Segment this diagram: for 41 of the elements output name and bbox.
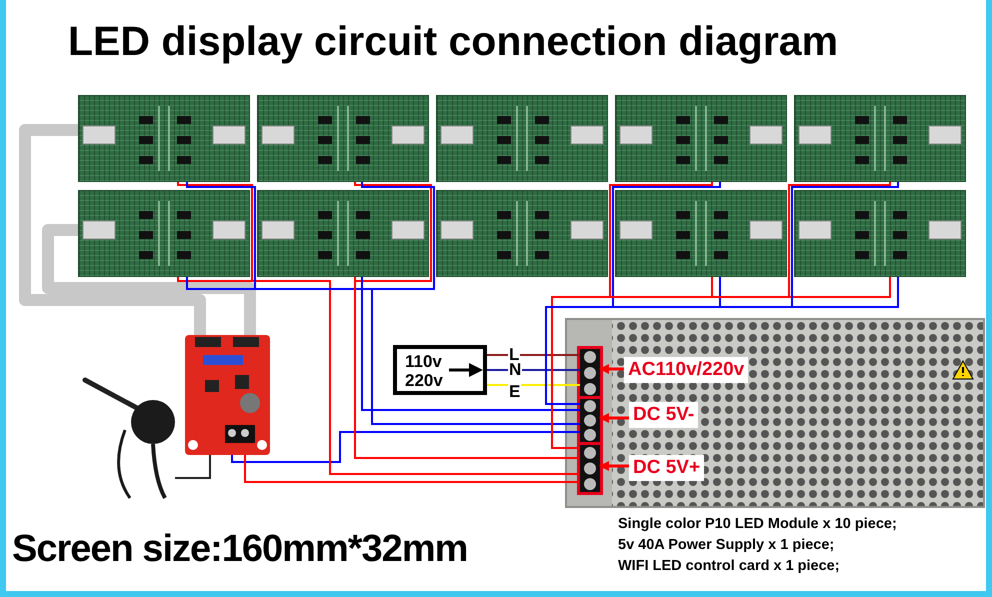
led-module-picture: [257, 95, 429, 182]
terminal-label: DC 5V-: [629, 402, 698, 428]
led-module-picture: [615, 190, 787, 277]
wire-label: L: [508, 347, 520, 362]
ribbon-cable: [19, 124, 206, 335]
led-module-picture: [436, 190, 608, 277]
wire: [487, 369, 580, 371]
voltage-text: 110v 220v: [405, 352, 444, 390]
terminal-block: [580, 349, 600, 397]
led-module-picture: [794, 95, 966, 182]
wire: [244, 455, 580, 483]
wire-label: E: [508, 384, 522, 399]
wire: [487, 384, 580, 386]
wire: [231, 431, 580, 463]
wire: [551, 277, 891, 449]
led-module-picture: [794, 190, 966, 277]
parts-list-line: WIFI LED control card x 1 piece;: [618, 558, 840, 574]
arrow: [599, 413, 629, 423]
screen-size-text: Screen size:160mm*32mm: [12, 528, 468, 571]
led-module-picture: [436, 95, 608, 182]
led-module-picture: [615, 95, 787, 182]
ribbon-cable: [42, 224, 256, 335]
arrow: [599, 461, 629, 471]
wire-label: N: [508, 362, 522, 377]
parts-list-line: 5v 40A Power Supply x 1 piece;: [618, 537, 834, 553]
wire: [175, 455, 211, 479]
source-box: [393, 345, 487, 395]
led-module-picture: [78, 95, 250, 182]
terminal-label: DC 5V+: [629, 455, 704, 481]
control-card-picture: [185, 335, 270, 455]
arrow: [599, 364, 624, 374]
power-supply-picture: [565, 318, 985, 508]
terminal-label: AC110v/220v: [624, 357, 748, 383]
led-module-picture: [257, 190, 429, 277]
wire: [545, 277, 899, 405]
led-module-picture: [78, 190, 250, 277]
wire: [487, 354, 580, 356]
diagram-title: LED display circuit connection diagram: [68, 18, 838, 65]
parts-list-line: Single color P10 LED Module x 10 piece;: [618, 516, 897, 532]
terminal-block: [580, 445, 600, 492]
terminal-block: [580, 399, 600, 442]
